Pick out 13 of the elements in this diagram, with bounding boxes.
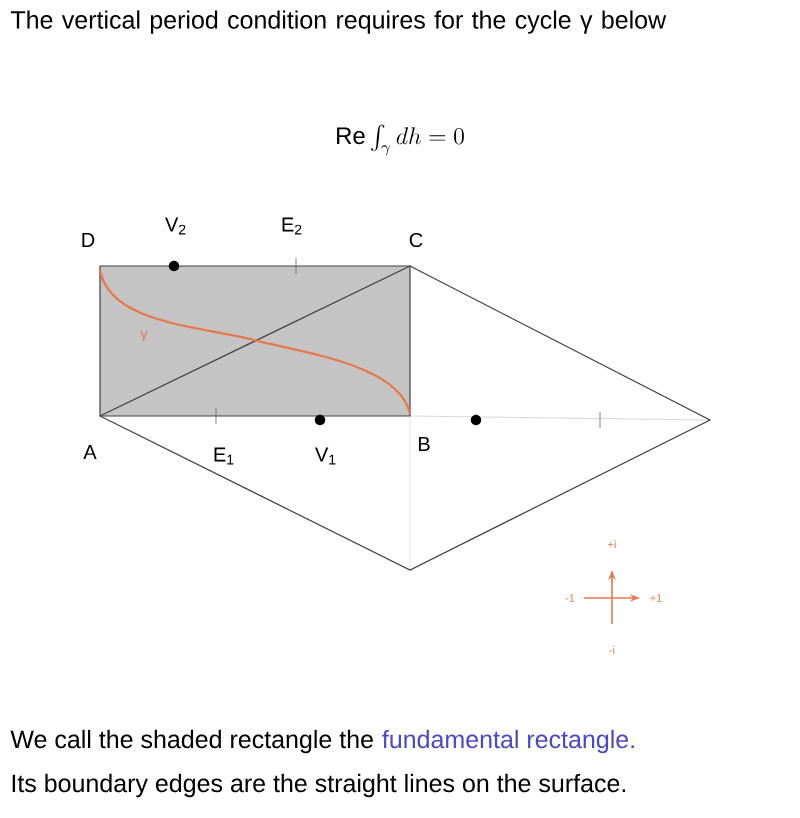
vertex-label: D [82, 233, 95, 247]
vertex-label: E$_{1}$ [214, 447, 234, 465]
caption-text: Its boundary edges are the straight lines on the surface. [12, 773, 626, 798]
vertex-label: V$_{2}$ [165, 217, 186, 235]
title: The vertical period condition requires for the cycle γ below [10, 10, 667, 34]
vertex-label: A [83, 445, 97, 459]
link-text: fundamental rectangle. [382, 729, 634, 754]
formula: $\mathrm{Re}\int_\gamma dh = 0$ [337, 124, 464, 156]
vertex-label: V$_{1}$ [315, 447, 336, 465]
vertex-label: B [418, 437, 430, 451]
caption-text: We call the shaded rectangle the [10, 729, 373, 754]
vertex-label: C [409, 232, 423, 248]
vertex-label: E$_{2}$ [282, 217, 302, 235]
